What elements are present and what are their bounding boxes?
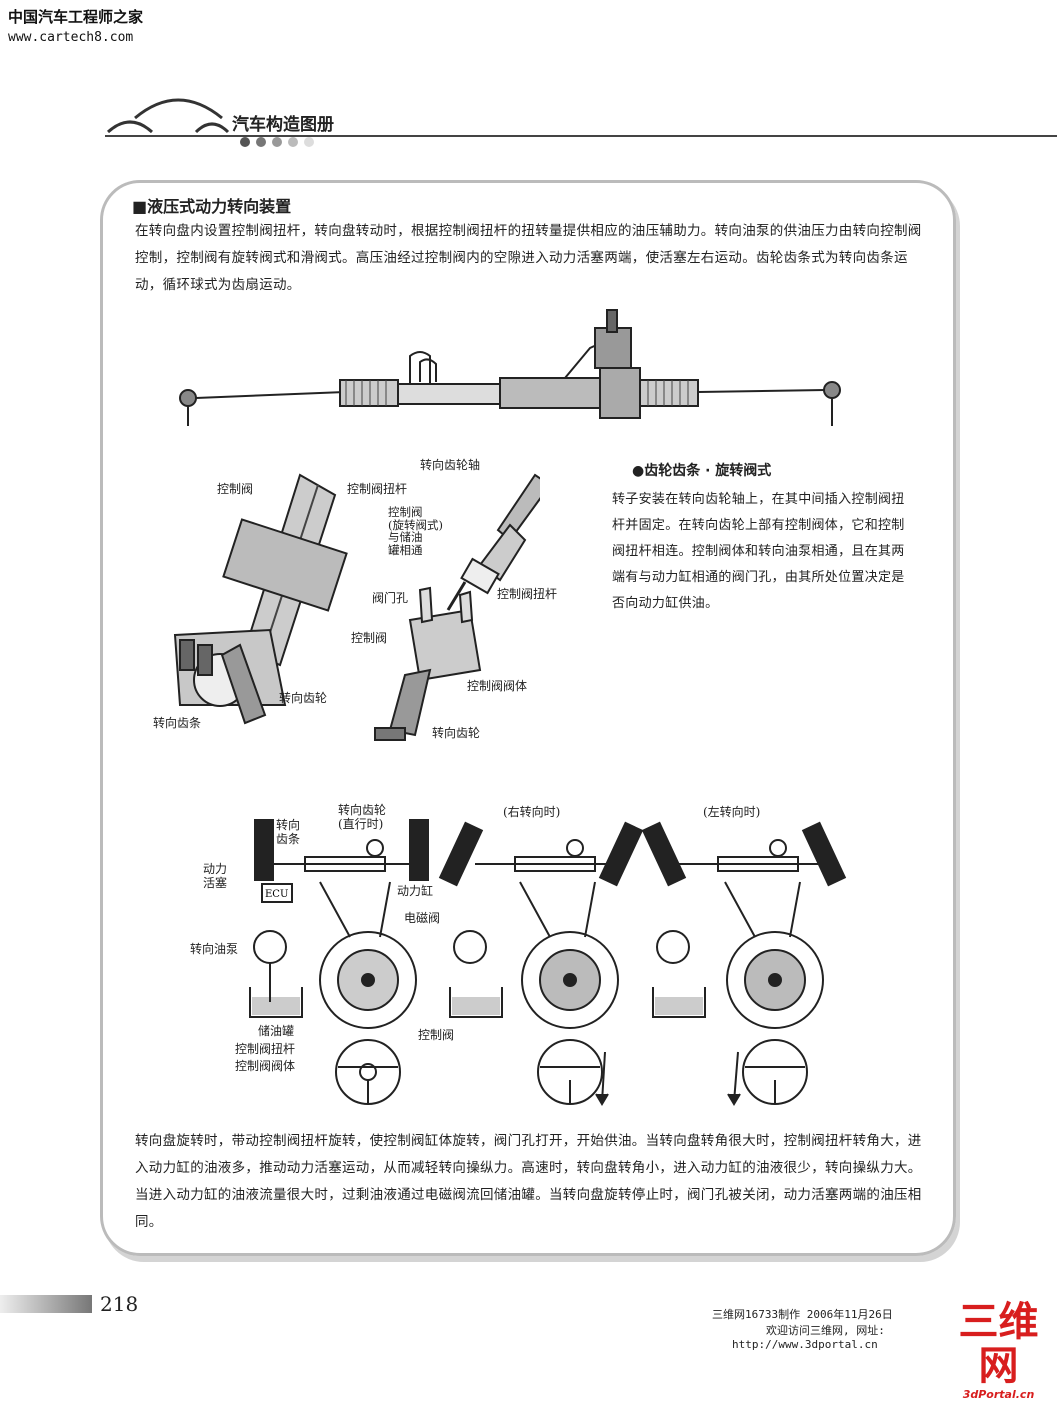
caption-left-turn: (左转向时) xyxy=(703,805,761,819)
label-valve-body-2: 控制阀阀体 xyxy=(235,1059,296,1073)
site-title: 中国汽车工程师之家 xyxy=(8,8,144,26)
label-solenoid-valve: 电磁阀 xyxy=(404,911,441,925)
sidebar-title: ●齿轮齿条 · 旋转阀式 xyxy=(632,463,772,479)
credit-line-2: 欢迎访问三维网, 网址: xyxy=(766,1324,885,1337)
label-reservoir: 储油罐 xyxy=(258,1024,295,1038)
label-pinion-straight: 转向齿轮 (直行时) xyxy=(338,803,387,831)
label-control-valve: 控制阀 xyxy=(217,482,254,496)
label-power-piston: 动力 活塞 xyxy=(203,862,228,890)
book-title: 汽车构造图册 xyxy=(232,115,334,135)
steering-gear-assembly-illustration xyxy=(179,309,841,426)
rotary-valve-exploded-illustration xyxy=(374,473,540,741)
control-valve-cutaway-illustration xyxy=(173,473,348,725)
label-control-valve-torsion-bar: 控制阀扭杆 xyxy=(347,482,408,496)
label-pinion-shaft: 转向齿轮轴 xyxy=(420,458,481,472)
section-title: ■液压式动力转向装置 xyxy=(132,197,292,216)
site-url: www.cartech8.com xyxy=(8,30,134,45)
label-power-cylinder: 动力缸 xyxy=(397,884,434,898)
label-control-valve-3: 控制阀 xyxy=(418,1028,455,1042)
label-control-valve-2: 控制阀 xyxy=(351,631,388,645)
label-torsion-bar: 控制阀扭杆 xyxy=(235,1042,296,1056)
label-valve-port: 阀门孔 xyxy=(372,591,409,605)
label-pump: 转向油泵 xyxy=(190,942,239,956)
intro-paragraph: 在转向盘内设置控制阀扭杆，转向盘转动时，根据控制阀扭杆的扭转量提供相应的油压辅助… xyxy=(135,223,922,293)
label-rotary-valve: 控制阀 (旋转阀式) 与储油 罐相通 xyxy=(388,505,443,557)
header-rule xyxy=(105,135,1057,137)
header-ornament-icon xyxy=(106,98,314,147)
label-steering-rack: 转向齿条 xyxy=(153,716,202,730)
page-number-bar xyxy=(0,1295,92,1313)
label-steering-pinion: 转向齿轮 xyxy=(279,691,328,705)
hydraulic-system-diagram: ECU xyxy=(249,819,847,1106)
logo-subtext: 3dPortal.cn xyxy=(962,1388,1035,1401)
content-panel xyxy=(100,180,956,1256)
caption-right-turn: (右转向时) xyxy=(503,805,561,819)
sidebar-paragraph: 转子安装在转向齿轮轴上，在其中间插入控制阀扭杆并固定。在转向齿轮上部有控制阀体，… xyxy=(612,492,905,611)
label-control-valve-torsion-bar-2: 控制阀扭杆 xyxy=(497,587,558,601)
label-valve-body: 控制阀阀体 xyxy=(467,679,528,693)
3dportal-logo: 三维网 3dPortal.cn xyxy=(940,1300,1057,1401)
ecu-box-label: ECU xyxy=(265,889,288,900)
label-rack: 转向 齿条 xyxy=(276,818,301,846)
body-paragraph: 转向盘旋转时，带动控制阀扭杆旋转，使控制阀缸体旋转，阀门孔打开，开始供油。当转向… xyxy=(135,1133,922,1230)
credit-line-3: http://www.3dportal.cn xyxy=(732,1338,878,1351)
logo-text: 三维网 xyxy=(958,1299,1039,1389)
credit-line-1: 三维网16733制作 2006年11月26日 xyxy=(712,1308,893,1321)
page-number: 218 xyxy=(100,1292,139,1316)
label-steering-pinion-2: 转向齿轮 xyxy=(432,726,481,740)
